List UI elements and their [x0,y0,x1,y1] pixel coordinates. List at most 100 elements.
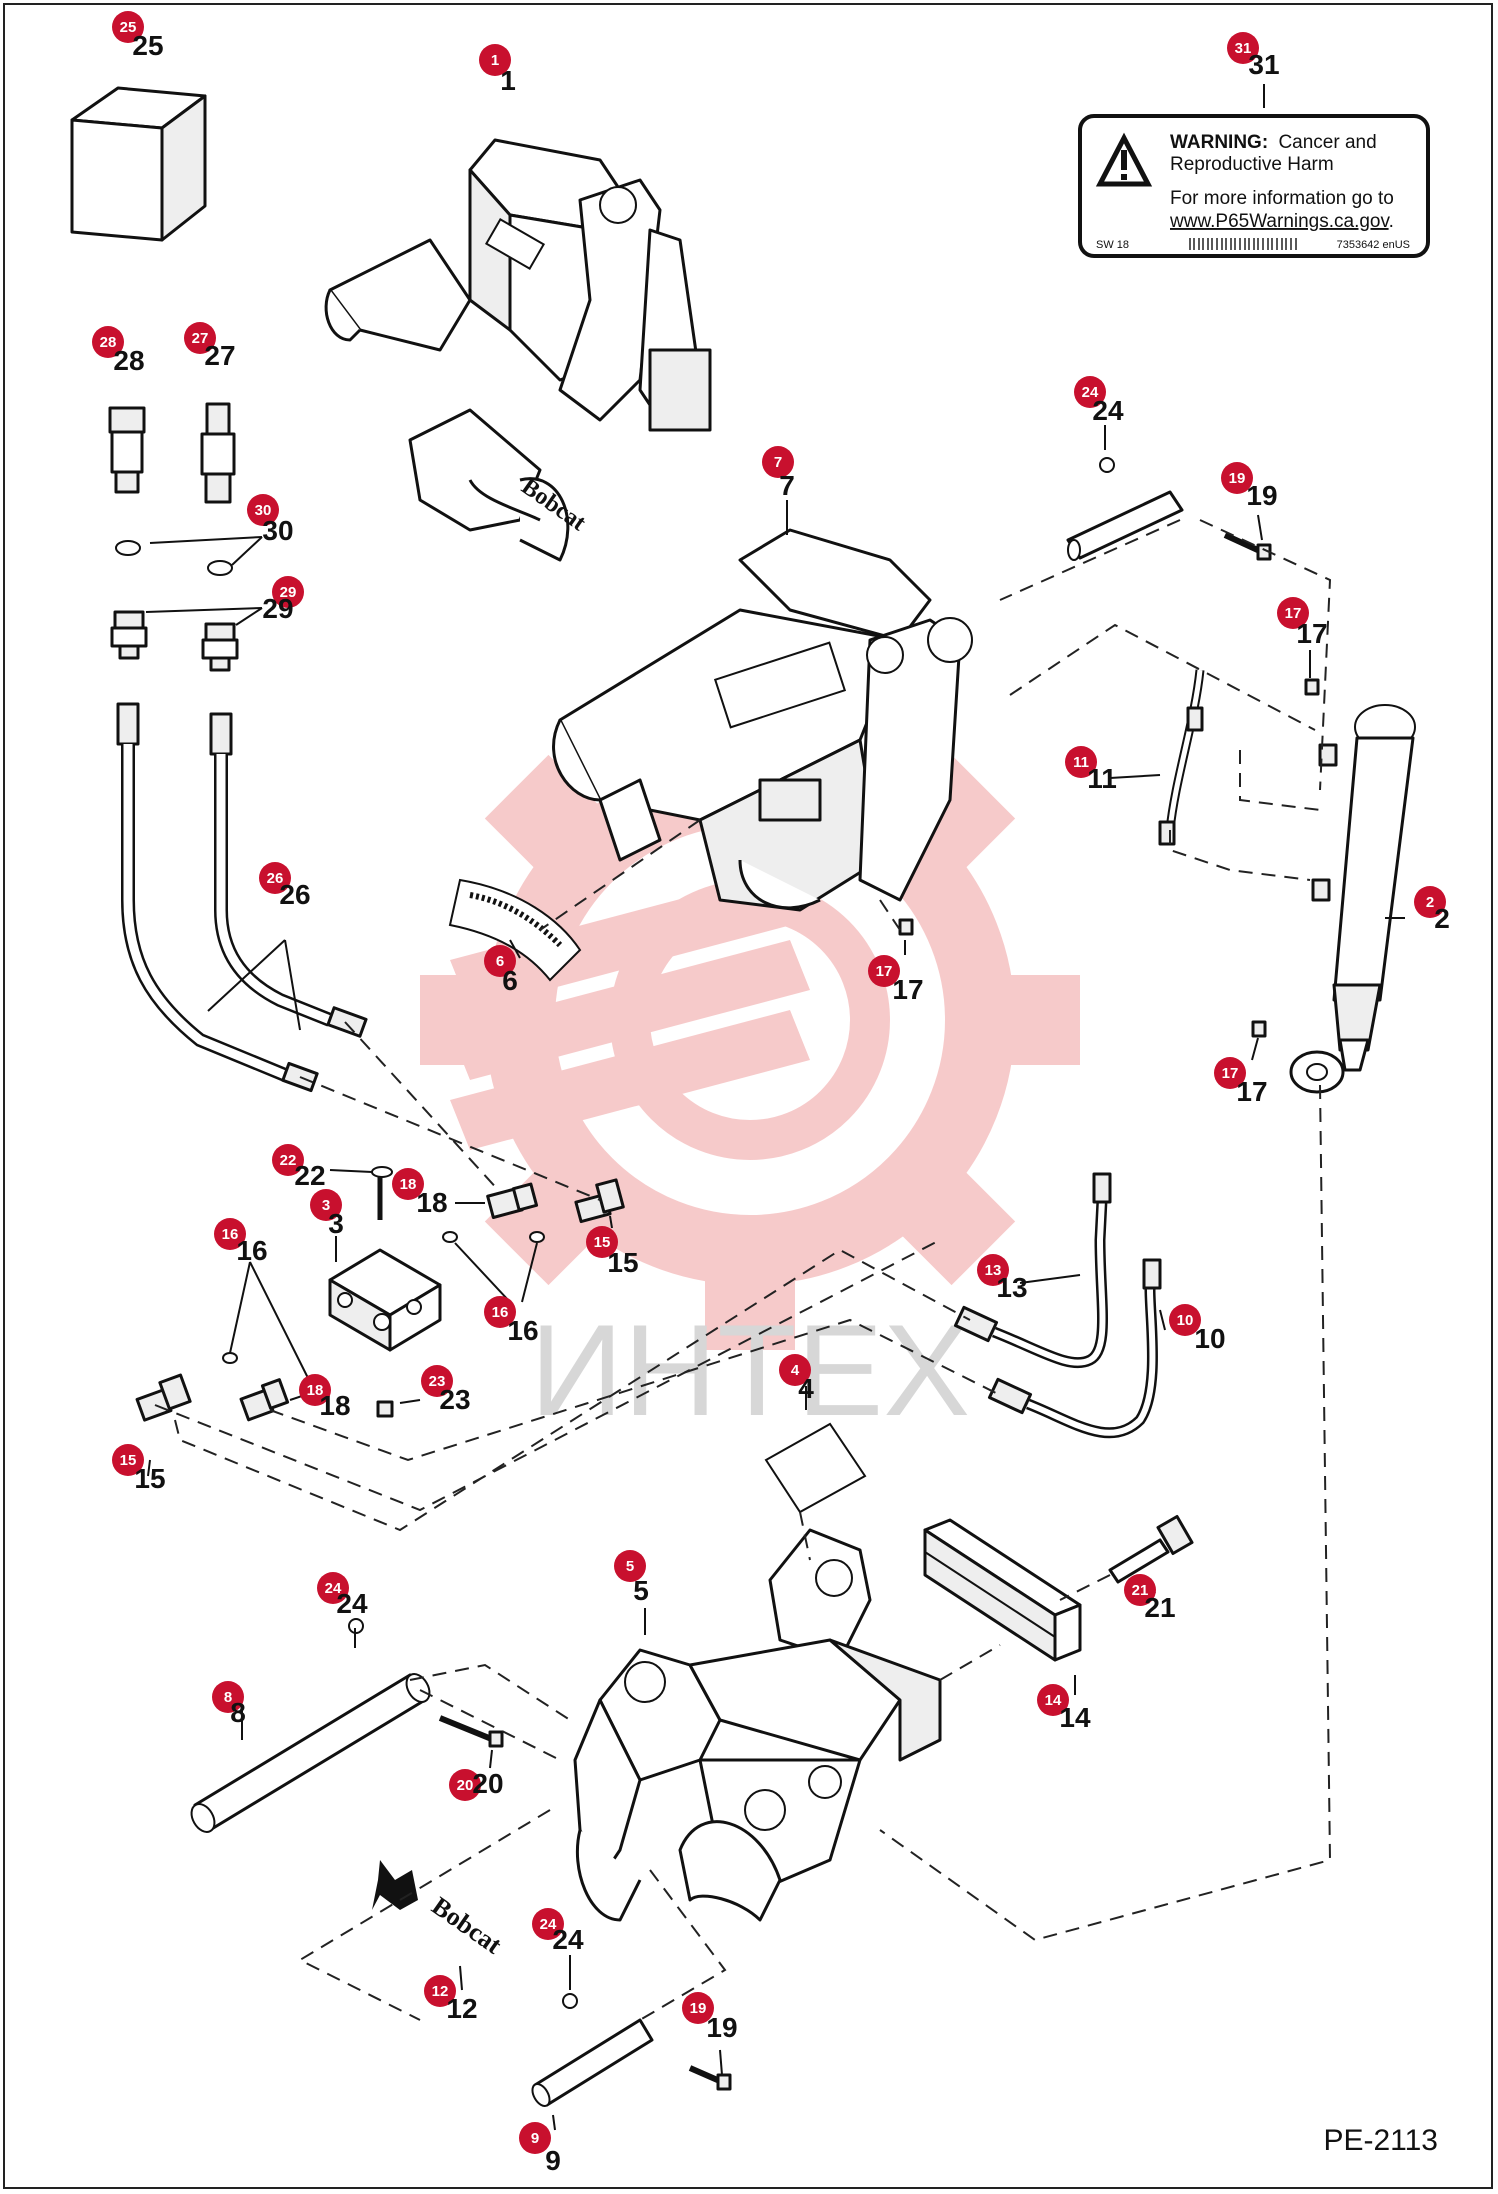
callout-label: 18 [307,1382,324,1399]
part-oring-30a [115,540,141,556]
callout-badge: 24 [1074,376,1106,408]
part-number: 15 [607,1247,638,1278]
part-pin-22 [371,1166,393,1220]
part-number: 18 [416,1187,447,1218]
callout-circle [212,1681,244,1713]
part-number: 12 [446,1993,477,2024]
callout-badge: 30 [247,494,279,526]
callout-label: 24 [540,1916,557,1933]
callout-badge: 15 [586,1226,618,1258]
callout-circle [310,1189,342,1221]
part-elbow-15-bottom [135,1373,192,1422]
part-pin-top [1066,490,1184,561]
watermark-text: ИНТЕХ [530,1297,970,1443]
callout-circle [299,1374,331,1406]
callout-badge: 25 [112,11,144,43]
callout-circle [424,1975,456,2007]
part-number: 24 [336,1588,368,1619]
callout-circle [392,1168,424,1200]
callout-badge: 14 [1037,1684,1069,1716]
callout-badge: 5 [614,1550,646,1582]
part-elbow-18-bottom [239,1378,290,1422]
callout-label: 24 [1082,384,1099,401]
callout-label: 2 [1426,894,1434,911]
callout-badge: 12 [424,1975,456,2007]
part-hose-13 [953,1172,1112,1369]
callout-badge: 7 [762,446,794,478]
callout-badge: 9 [519,2122,551,2154]
callout-label: 19 [690,2000,707,2017]
part-number: 31 [1248,49,1279,80]
callout-label: 20 [457,1777,474,1794]
callout-badge: 22 [272,1144,304,1176]
part-number: 19 [706,2012,737,2043]
part-hose-26a [116,702,319,1093]
part-oring-30b [207,560,233,576]
callout-label: 26 [267,870,284,887]
part-coupler-assembly: Bobcat [324,138,712,562]
bobcat-logo-icon [372,1860,418,1910]
callout-label: 19 [1229,470,1246,487]
part-bolt-19-bottom [688,2065,732,2091]
callout-label: 4 [791,1362,800,1379]
part-number: 28 [113,345,144,376]
part-nut-24-top [1099,457,1115,473]
part-number: 21 [1144,1592,1175,1623]
callout-label: 17 [876,963,893,980]
part-number: 10 [1194,1323,1225,1354]
brand-text-decal: Bobcat [427,1891,508,1960]
callout-label: 25 [120,19,137,36]
callout-badge: 19 [1221,462,1253,494]
callout-badge: 16 [214,1218,246,1250]
callout-circle [868,955,900,987]
part-number: 8 [230,1697,246,1728]
callout-circle [1214,1057,1246,1089]
callout-label: 24 [325,1580,342,1597]
callout-label: 1 [491,52,499,69]
barcode-icon [1189,238,1297,250]
callout-circle [1221,462,1253,494]
callout-badge: 26 [259,862,291,894]
callout-label: 14 [1045,1692,1062,1709]
callout-circle [259,862,291,894]
part-number: 9 [545,2145,561,2176]
part-bolt-21 [1108,1515,1194,1584]
part-nut-24-bottom [562,1993,578,2009]
part-hose-26b [209,712,368,1038]
warning-line2: Reproductive Harm [1170,154,1334,175]
callout-circle [484,1296,516,1328]
callout-label: 8 [224,1689,232,1706]
part-box [70,86,207,242]
callout-badge: 17 [1277,597,1309,629]
callout-circle [1169,1304,1201,1336]
part-valve-block [328,1248,442,1352]
callout-label: 23 [429,1373,446,1390]
callout-circle [317,1572,349,1604]
part-number: 4 [798,1373,814,1404]
part-decal-4 [764,1422,867,1514]
callout-label: 22 [280,1152,297,1169]
callout-label: 5 [626,1558,634,1575]
part-bolt-19-top [1223,532,1272,561]
part-adapter-29b [201,622,239,672]
callout-badge: 8 [212,1681,244,1713]
part-number: 20 [472,1768,503,1799]
part-lower-frame [573,1528,942,1922]
callout-badge: 31 [1227,32,1259,64]
part-number: 17 [892,974,923,1005]
callout-label: 7 [774,454,782,471]
part-oring-16a [442,1231,458,1243]
part-number: 3 [328,1208,344,1239]
callout-badge: 27 [184,322,216,354]
part-pin-9 [531,2018,654,2107]
svg-text:WARNING: Cancer and: WARNING: Cancer and [1170,132,1377,153]
callout-circle [214,1218,246,1250]
callout-circle [112,11,144,43]
part-hose-11 [1158,669,1205,846]
part-adapter-29a [110,610,148,660]
callout-circle [682,1992,714,2024]
callout-badge: 15 [112,1444,144,1476]
callout-circle [1124,1574,1156,1606]
